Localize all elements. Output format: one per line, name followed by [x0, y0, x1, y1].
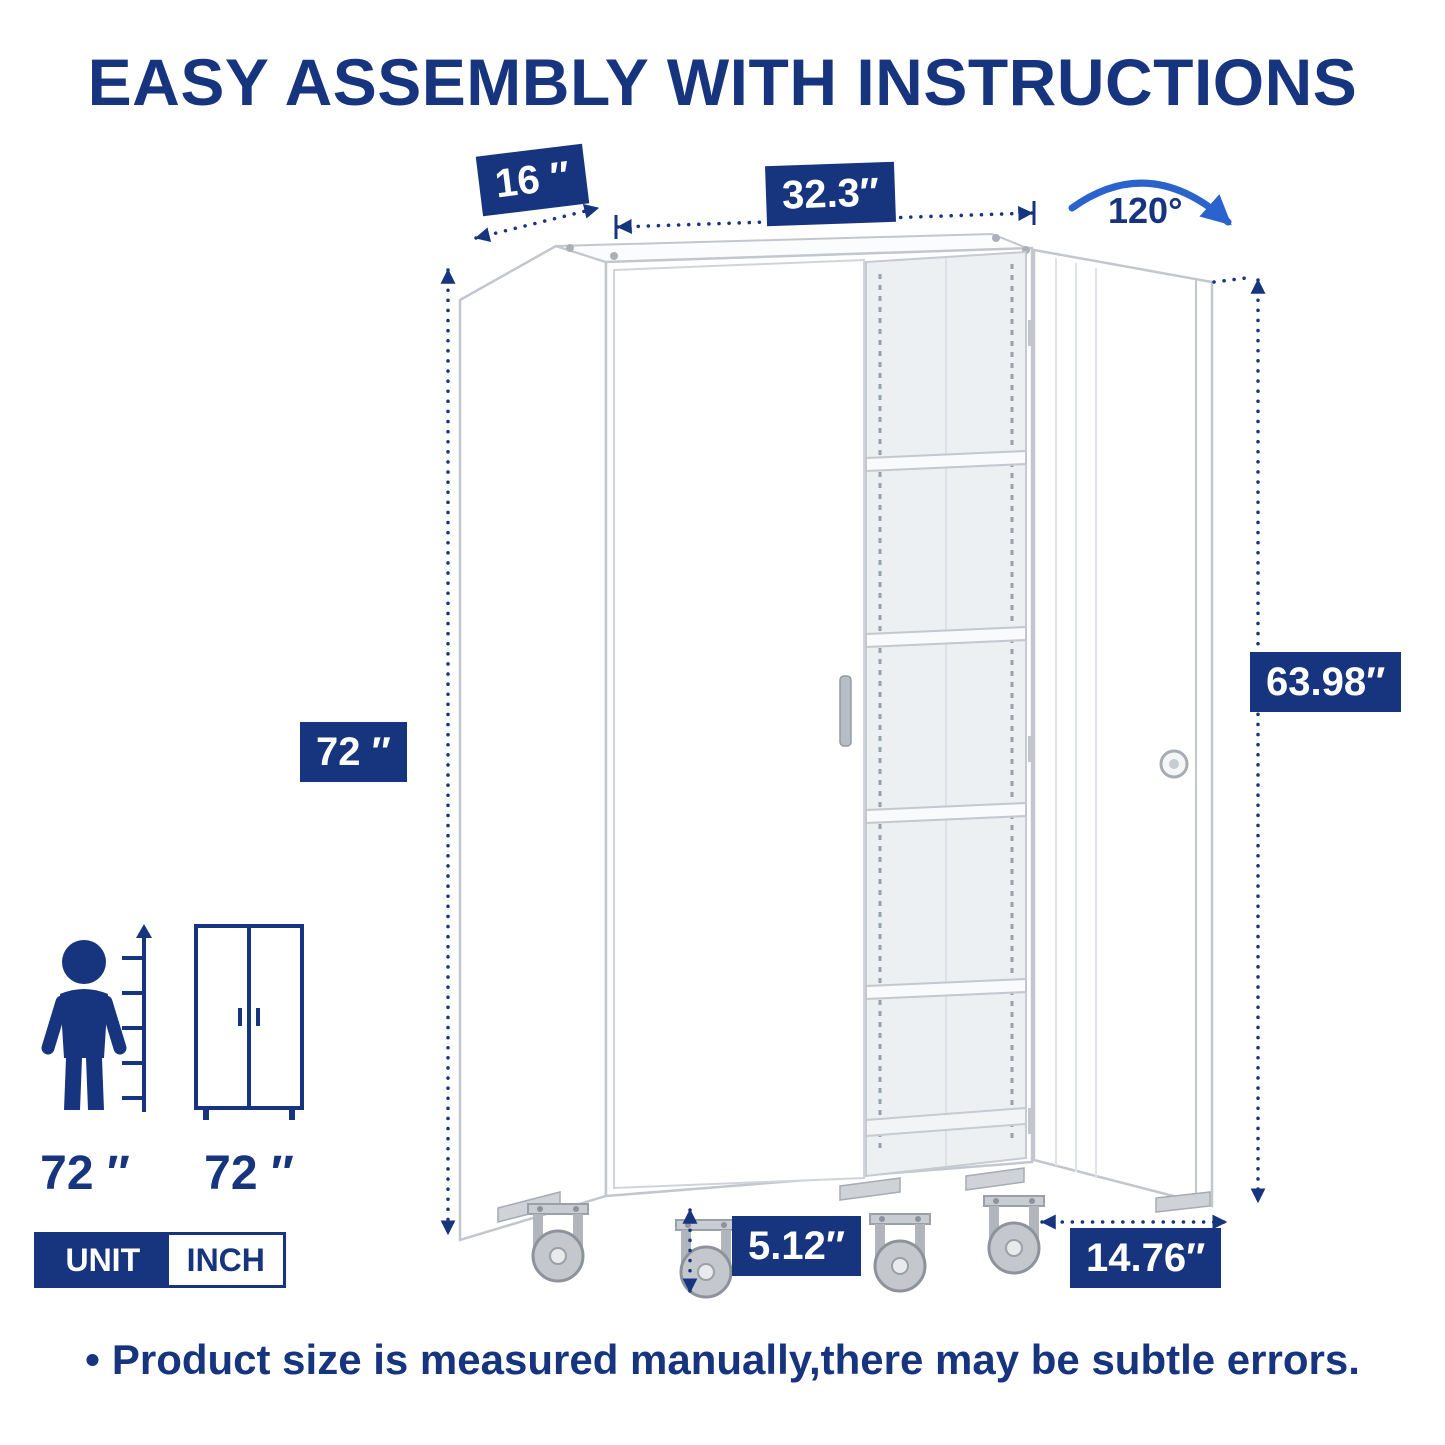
width-dimension-line — [616, 205, 1034, 235]
cabinet-floor — [865, 1106, 1027, 1138]
bottom-brackets — [497, 1167, 1211, 1223]
mini-cabinet-icon — [194, 924, 304, 1120]
footer-note: •Product size is measured manually,there… — [0, 1336, 1445, 1384]
unit-label: UNIT — [37, 1235, 169, 1285]
rotation-arrow-icon — [1068, 179, 1232, 226]
person-icon — [41, 940, 127, 1110]
door-open-angle-label: 120° — [1108, 190, 1183, 231]
width-dimension-badge: 32.3″ — [764, 161, 897, 227]
dimension-end-ticks — [614, 201, 1036, 239]
caster-wheel — [527, 1203, 589, 1283]
cabinet-body — [458, 232, 1214, 1299]
caster-wheel — [675, 1219, 737, 1299]
page-title: EASY ASSEMBLY WITH INSTRUCTIONS — [87, 45, 1358, 119]
cabinet-side-panel — [458, 244, 608, 1242]
footer-text: Product size is measured manually,there … — [111, 1336, 1360, 1383]
open-door — [1032, 248, 1214, 1208]
unit-badge: UNIT INCH — [34, 1232, 286, 1288]
door-height-badge: 63.98″ — [1250, 652, 1402, 712]
shelf — [865, 625, 1027, 649]
caster-wheel — [869, 1213, 931, 1293]
open-door-width-badge: 14.76″ — [1070, 1228, 1222, 1288]
person-height-label: 72 ″ — [40, 1147, 130, 1200]
depth-dimension-line — [474, 204, 600, 242]
door-handle — [839, 675, 852, 747]
caster-height-badge: 5.12″ — [732, 1216, 862, 1276]
cabinet-height-label: 72 ″ — [204, 1147, 294, 1200]
overall-height-badge: 72 ″ — [300, 722, 407, 782]
closed-door — [613, 258, 865, 1190]
ruler-icon — [122, 924, 152, 1112]
shelf — [865, 801, 1027, 825]
unit-value: INCH — [168, 1235, 283, 1285]
lock-keyhole — [1169, 759, 1179, 769]
cabinet-interior — [865, 250, 1027, 1178]
footer-bullet: • — [85, 1336, 100, 1383]
connector-line — [1212, 275, 1256, 284]
shelf — [865, 449, 1027, 473]
dimension-lines — [440, 204, 1266, 1294]
top-corner-screws — [566, 234, 1030, 260]
shelf — [865, 977, 1027, 1001]
caster-wheels — [527, 1195, 1045, 1299]
caster-wheel — [983, 1195, 1045, 1275]
